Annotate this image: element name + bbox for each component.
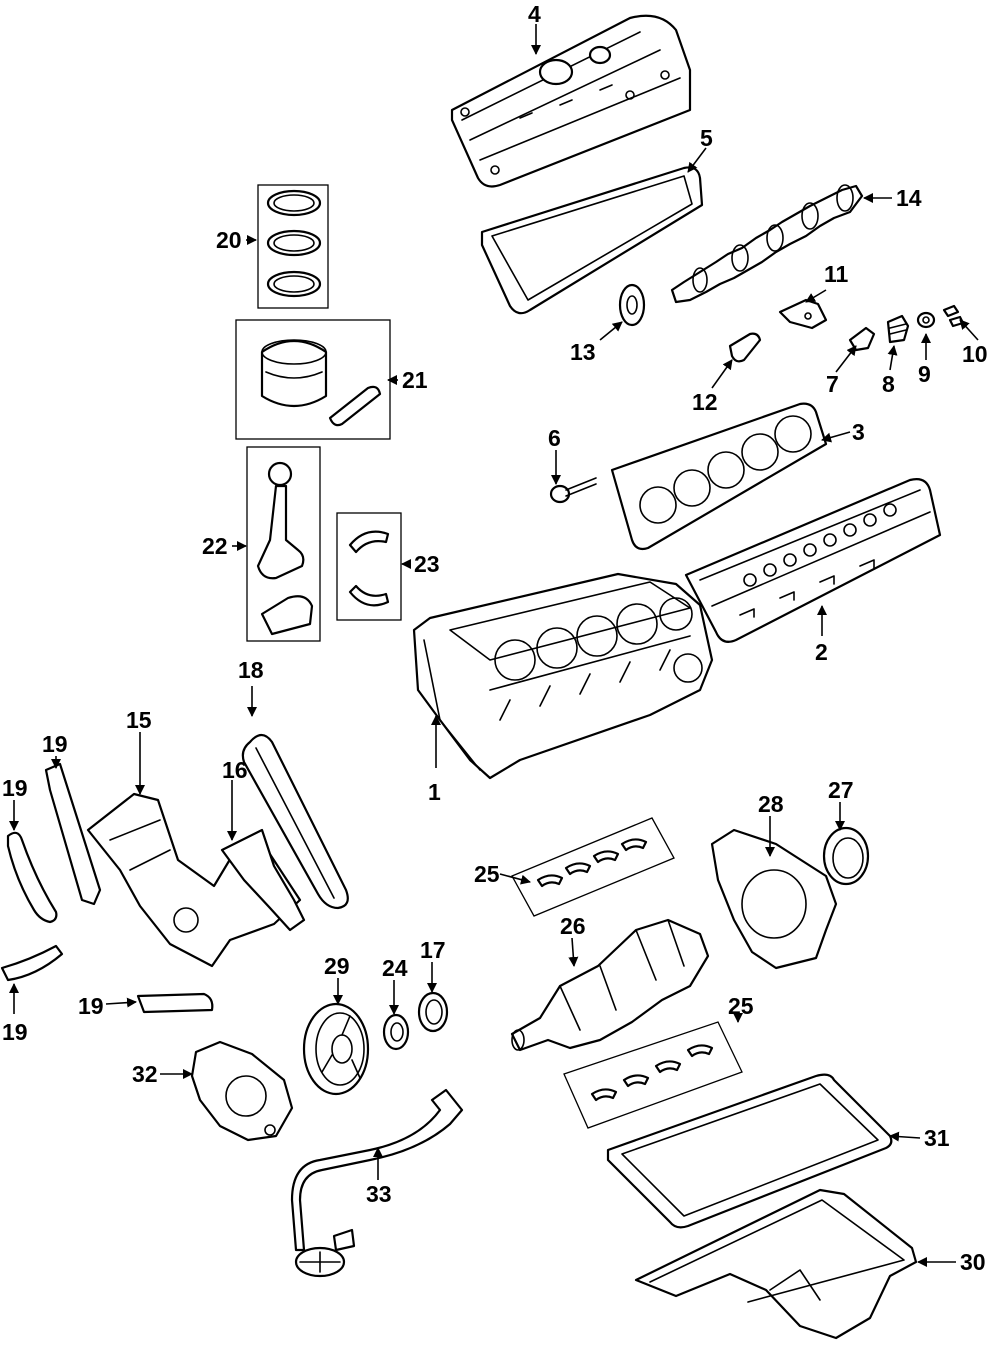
- label-31: 31: [924, 1125, 950, 1151]
- main-bearings-upper: [511, 817, 675, 917]
- rear-seal-retainer: [710, 828, 838, 970]
- label-8: 8: [882, 371, 895, 397]
- label-29: 29: [324, 953, 350, 979]
- label-28: 28: [758, 791, 784, 817]
- valve-spring: [886, 314, 910, 344]
- label-15: 15: [126, 707, 152, 733]
- valve-keepers: [942, 304, 965, 328]
- label-13: 13: [570, 339, 596, 365]
- label-2: 2: [815, 639, 828, 665]
- label-9: 9: [918, 361, 931, 387]
- piston-assembly: [235, 319, 391, 440]
- valve-cover: [450, 14, 692, 188]
- front-crank-seal: [417, 991, 449, 1033]
- chain-guide-flat: [136, 992, 214, 1014]
- label-19-tensioner: 19: [42, 731, 68, 757]
- engine-block: [412, 572, 714, 780]
- callout-labels: 1 2 3 4 5 6 7 8 9 10 11 12 13 14 15 16 1…: [2, 1, 988, 1275]
- label-16: 16: [222, 757, 248, 783]
- oil-pan: [634, 1188, 918, 1340]
- label-19-guide: 19: [2, 775, 28, 801]
- label-5: 5: [700, 125, 713, 151]
- label-21: 21: [402, 367, 428, 393]
- chain-guide-left: [6, 831, 58, 924]
- leader-lines: [9, 24, 979, 1267]
- lifter: [728, 332, 762, 363]
- cam-sprocket: [618, 283, 646, 327]
- crankshaft: [510, 918, 710, 1052]
- label-11: 11: [824, 261, 849, 287]
- label-33: 33: [366, 1181, 392, 1207]
- label-32: 32: [132, 1061, 158, 1087]
- rear-main-seal: [822, 826, 870, 886]
- connecting-rod: [246, 446, 321, 642]
- label-6: 6: [548, 425, 561, 451]
- chain-guide-lower: [0, 944, 64, 982]
- label-12: 12: [692, 389, 718, 415]
- valve-seal: [848, 326, 876, 352]
- label-20: 20: [216, 227, 242, 253]
- spring-retainer: [916, 311, 936, 329]
- label-10: 10: [962, 341, 988, 367]
- camshaft: [670, 184, 864, 304]
- label-30: 30: [960, 1249, 986, 1275]
- label-18: 18: [238, 657, 264, 683]
- rocker-arm: [778, 298, 828, 330]
- valve: [549, 477, 597, 504]
- label-17: 17: [420, 937, 446, 963]
- label-24: 24: [382, 955, 408, 981]
- label-26: 26: [560, 913, 586, 939]
- label-19-lower: 19: [2, 1019, 28, 1045]
- cylinder-head: [684, 478, 942, 643]
- head-gasket: [610, 402, 828, 551]
- main-bearings-lower: [563, 1021, 743, 1129]
- label-23: 23: [414, 551, 440, 577]
- label-4: 4: [528, 1, 541, 27]
- label-19-flat: 19: [78, 993, 104, 1019]
- label-22: 22: [202, 533, 228, 559]
- oil-pump: [190, 1040, 294, 1142]
- valve-cover-gasket: [480, 166, 704, 315]
- oil-pickup-tube: [290, 1088, 464, 1278]
- label-1: 1: [428, 779, 441, 805]
- oil-pan-gasket: [606, 1073, 893, 1229]
- timing-cover-plate: [220, 828, 306, 932]
- label-7: 7: [826, 371, 839, 397]
- label-25-lower: 25: [728, 993, 754, 1019]
- crank-washer: [382, 1013, 410, 1051]
- timing-chain: [241, 733, 349, 910]
- label-27: 27: [828, 777, 854, 803]
- damper-pulley: [302, 1002, 370, 1096]
- piston-rings: [257, 184, 329, 309]
- label-3: 3: [852, 419, 865, 445]
- timing-cover: [86, 792, 302, 968]
- rod-bearings: [336, 512, 402, 621]
- label-14: 14: [896, 185, 922, 211]
- label-25-upper: 25: [474, 861, 500, 887]
